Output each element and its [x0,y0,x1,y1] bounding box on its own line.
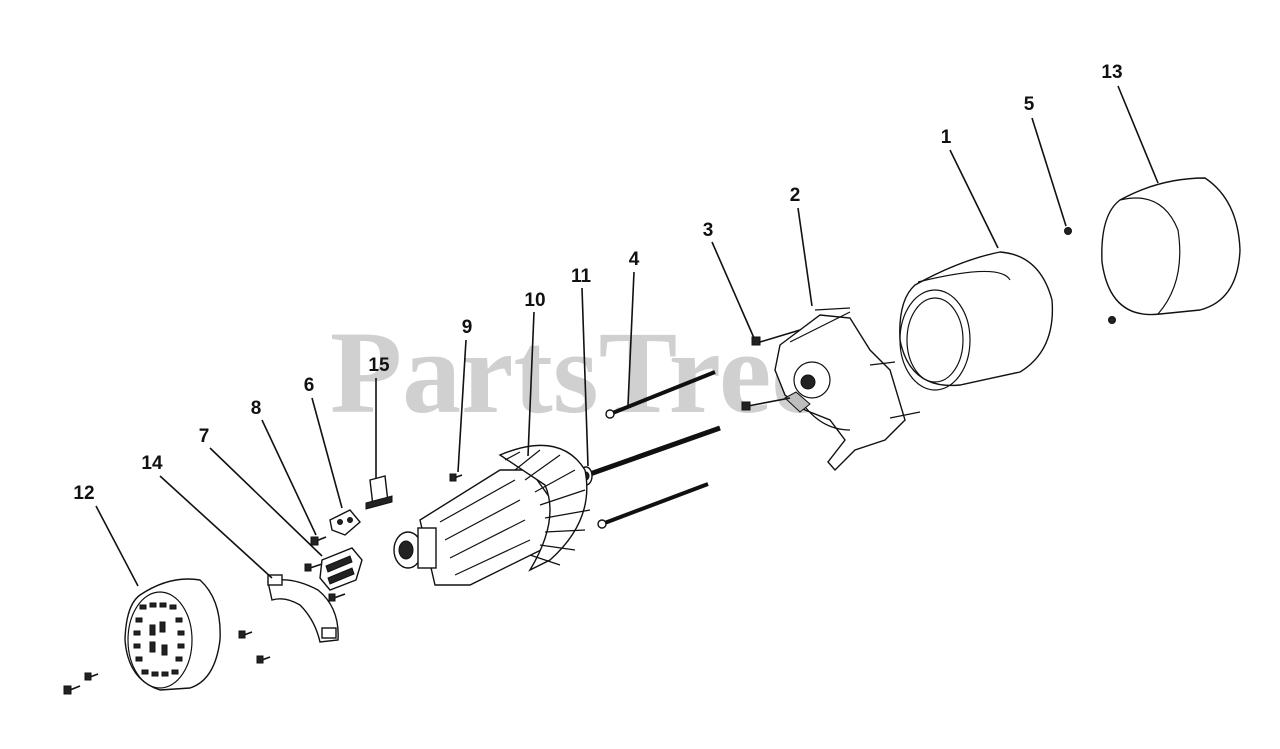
callout-1: 1 [941,127,952,148]
part-8-screw[interactable] [310,536,327,546]
callout-14: 14 [141,453,163,474]
part-15-brush-holder[interactable] [365,475,393,510]
part-13-cover[interactable] [1101,177,1241,316]
part-5-washers[interactable] [1064,227,1116,324]
part-9-screw[interactable] [449,473,463,482]
part-10-rotor[interactable] [393,444,591,586]
part-1-stator[interactable] [899,251,1054,391]
callout-2: 2 [790,185,801,206]
callout-8: 8 [251,398,262,419]
callout-12: 12 [73,483,94,504]
vent-holes [133,602,185,677]
callout-9: 9 [462,317,473,338]
callout-15: 15 [368,355,390,376]
part-14-cover-segment[interactable] [238,574,339,664]
part-7-regulator[interactable] [304,547,363,602]
callout-4: 4 [629,249,640,270]
part-2-frame[interactable] [774,307,921,472]
part-6-terminal[interactable] [329,509,361,536]
part-12-end-cap[interactable] [63,578,221,695]
callout-5: 5 [1024,94,1035,115]
callout-13: 13 [1101,62,1122,83]
part-3-bolts[interactable] [741,329,801,411]
callout-7: 7 [199,426,210,447]
callout-3: 3 [703,220,714,241]
watermark-text: PartsTree [330,307,824,438]
callout-10: 10 [524,290,545,311]
callout-6: 6 [304,375,315,396]
part-4-rods[interactable] [597,370,716,529]
callout-labels: 13 5 1 2 3 4 11 10 9 15 6 8 7 14 12 [73,62,1122,504]
callout-11: 11 [571,266,592,287]
leader-lines [95,85,1159,587]
